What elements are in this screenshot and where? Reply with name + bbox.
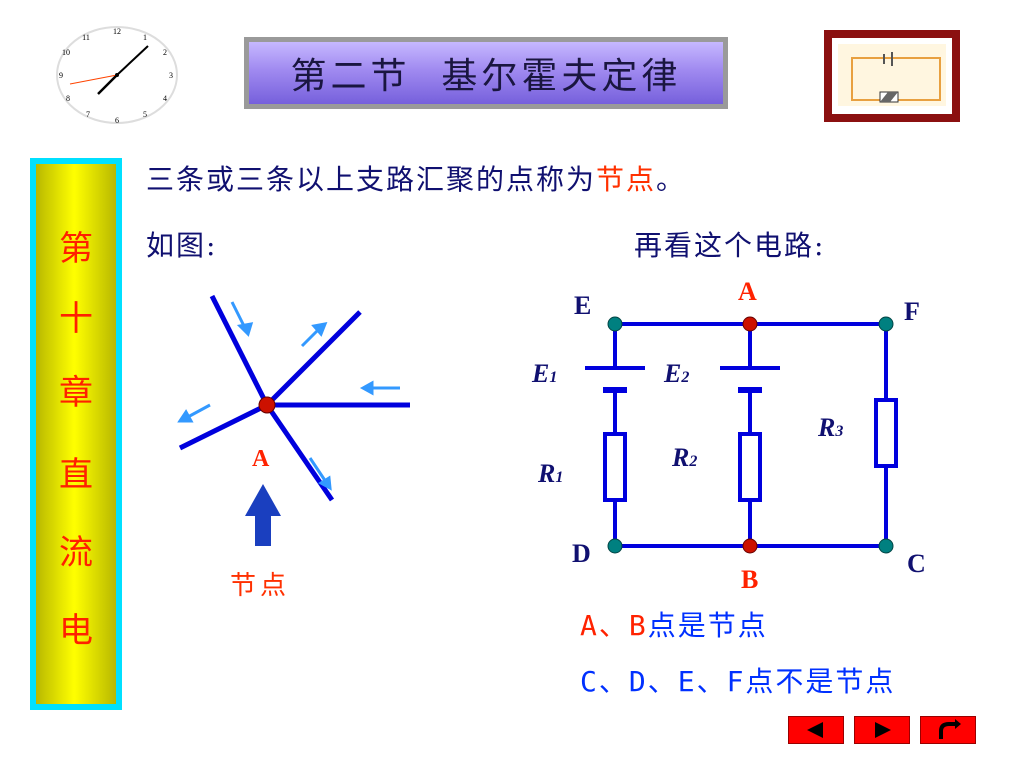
definition-line: 三条或三条以上支路汇聚的点称为节点。	[146, 158, 686, 198]
label-f: F	[904, 297, 920, 326]
next-arrow-icon	[875, 722, 891, 738]
branch-wire	[178, 402, 269, 451]
page-title: 第二节 基尔霍夫定律	[290, 56, 682, 97]
next-button[interactable]	[854, 716, 910, 744]
label-b: B	[741, 565, 758, 594]
label-e: E	[574, 291, 591, 320]
definition-prefix: 三条或三条以上支路汇聚的点称为	[146, 163, 597, 196]
label-d: D	[572, 539, 591, 568]
svg-text:1: 1	[143, 33, 147, 42]
sidebar-char: 电	[59, 611, 93, 651]
node-caption: 节点	[230, 571, 290, 600]
node-d	[607, 538, 623, 554]
label-a: A	[738, 277, 757, 306]
label-e2: E2	[663, 359, 689, 388]
prev-button[interactable]	[788, 716, 844, 744]
circuit-thumbnail-icon[interactable]	[824, 30, 960, 122]
resistor-r3	[874, 398, 898, 468]
node-label: A	[252, 446, 270, 472]
label-r3: R3	[817, 413, 843, 442]
label-e1: E1	[531, 359, 557, 388]
svg-text:5: 5	[143, 110, 147, 119]
node-c	[878, 538, 894, 554]
current-arrow	[308, 457, 328, 483]
svg-text:7: 7	[86, 110, 90, 119]
label-r1: R1	[537, 459, 563, 488]
branch-wire	[265, 310, 362, 407]
resistor-r2	[738, 432, 762, 502]
node-dot	[258, 396, 276, 414]
label-r2: R2	[671, 443, 697, 472]
sidebar-char: 流	[59, 533, 93, 573]
definition-suffix: 。	[656, 163, 687, 196]
example-label: 如图:	[146, 229, 218, 262]
prev-arrow-icon	[807, 722, 823, 738]
node-e	[607, 316, 623, 332]
label-c: C	[907, 549, 926, 578]
svg-text:2: 2	[163, 48, 167, 57]
node-b	[742, 538, 758, 554]
branch-wire	[209, 294, 270, 407]
sidebar-char: 章	[59, 373, 93, 413]
svg-text:3: 3	[169, 71, 173, 80]
circuit-diagram: A E F D C B E1 E2 R1 R2 R3	[531, 277, 926, 594]
up-arrow-icon	[255, 516, 271, 546]
conclusion-line-1: A、B点是节点	[580, 604, 768, 644]
chapter-sidebar: 第 十 章 直 流 电	[30, 158, 122, 710]
branch-wire	[264, 403, 335, 502]
conclusion-line-2: C、D、E、F点不是节点	[580, 665, 896, 698]
sidebar-char: 直	[59, 455, 93, 495]
current-arrow	[185, 403, 211, 420]
node-a	[742, 316, 758, 332]
conclusion-text: 点是节点	[647, 609, 768, 642]
svg-text:12: 12	[113, 27, 121, 36]
resistor-r1	[603, 432, 627, 502]
return-icon	[939, 719, 961, 739]
svg-text:10: 10	[62, 48, 70, 57]
svg-text:8: 8	[66, 94, 70, 103]
title-banner: 第二节 基尔霍夫定律	[244, 37, 728, 109]
svg-text:11: 11	[82, 33, 90, 42]
node-f	[878, 316, 894, 332]
svg-text:9: 9	[59, 71, 63, 80]
sidebar-char: 十	[59, 299, 93, 339]
svg-text:6: 6	[115, 116, 119, 125]
clock-icon: 12 1 2 3 4 5 6 7 8 9 10 11	[50, 22, 184, 128]
node-diagram: A 节点	[177, 294, 410, 600]
svg-text:4: 4	[163, 94, 167, 103]
definition-term: 节点	[596, 163, 657, 196]
sidebar-char: 第	[59, 229, 93, 269]
conclusion-nodes: A、B	[580, 609, 648, 642]
return-button[interactable]	[920, 716, 976, 744]
circuit-label: 再看这个电路:	[634, 229, 826, 262]
